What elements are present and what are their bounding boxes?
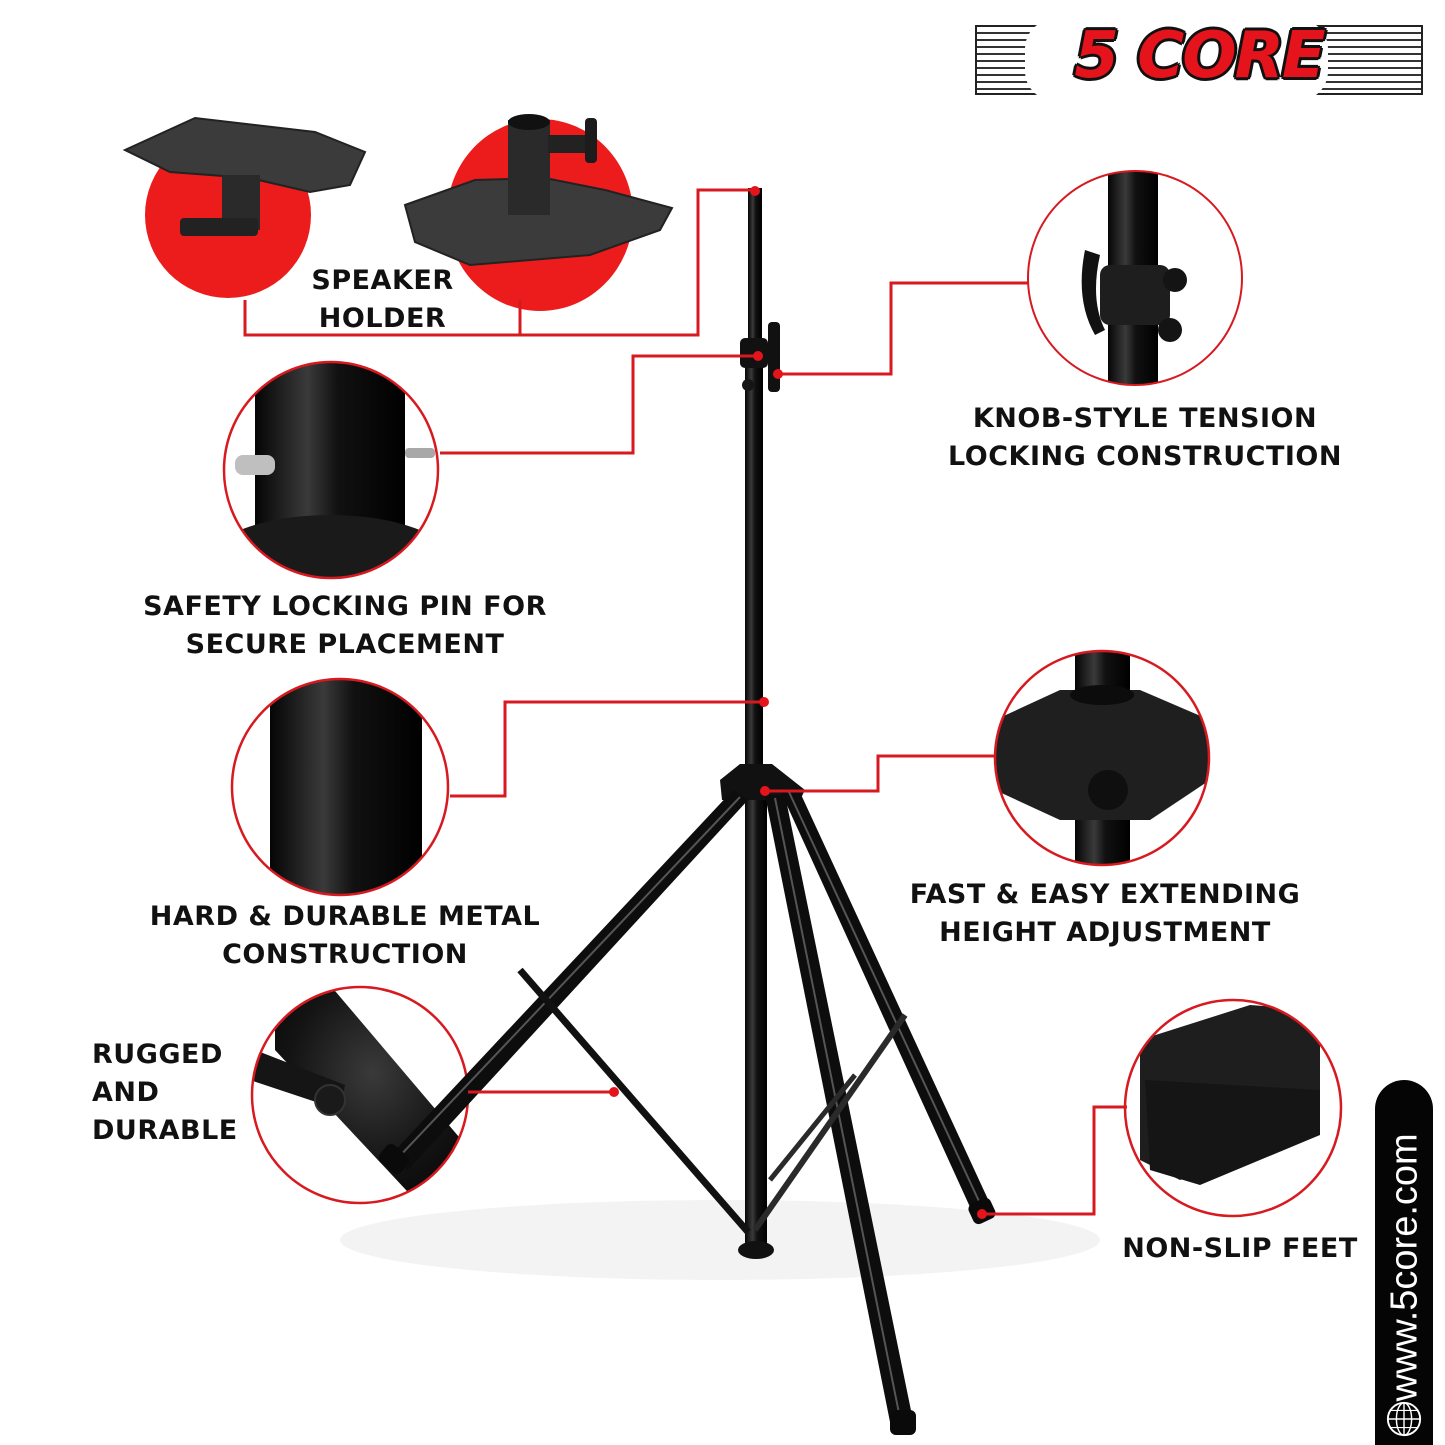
logo-text: 5 CORE	[1074, 19, 1325, 93]
feature-label-metal-construction: HARD & DURABLE METAL CONSTRUCTION	[135, 898, 555, 974]
label-line: AND	[92, 1077, 160, 1108]
feature-label-height-adjustment: FAST & EASY EXTENDING HEIGHT ADJUSTMENT	[900, 876, 1310, 952]
label-line: KNOB-STYLE TENSION	[972, 403, 1318, 434]
feature-label-rugged: RUGGED AND DURABLE	[92, 1036, 252, 1150]
label-line: SECURE PLACEMENT	[185, 629, 505, 660]
label-line: HEIGHT ADJUSTMENT	[939, 917, 1271, 948]
label-line: RUGGED	[92, 1039, 223, 1070]
feature-label-non-slip-feet: NON-SLIP FEET	[1110, 1230, 1370, 1268]
feature-label-speaker-holder: SPEAKER HOLDER	[290, 262, 475, 338]
label-line: CONSTRUCTION	[222, 939, 468, 970]
website-link[interactable]: www.5core.com	[1383, 1133, 1426, 1402]
detail-metal	[230, 677, 450, 897]
brand-logo: 5 CORE	[975, 19, 1423, 101]
logo-backdrop	[1025, 19, 1328, 101]
www-globe-icon	[1386, 1401, 1422, 1437]
label-line: SAFETY LOCKING PIN FOR	[143, 591, 547, 622]
website-badge[interactable]: www.5core.com	[1375, 1080, 1433, 1445]
label-line: LOCKING CONSTRUCTION	[948, 441, 1342, 472]
label-line: NON-SLIP FEET	[1122, 1233, 1358, 1264]
label-line: HARD & DURABLE METAL	[149, 901, 541, 932]
tripod-stand	[340, 188, 1100, 1435]
label-line: FAST & EASY EXTENDING	[909, 879, 1301, 910]
speaker-holder-illustration	[122, 114, 674, 311]
callout-lines	[243, 188, 1127, 1216]
detail-height	[993, 649, 1211, 867]
detail-feet	[1123, 998, 1343, 1218]
label-line: HOLDER	[318, 303, 447, 334]
detail-rugged	[250, 985, 470, 1205]
label-line: DURABLE	[92, 1115, 238, 1146]
feature-label-safety-pin: SAFETY LOCKING PIN FOR SECURE PLACEMENT	[125, 588, 565, 664]
detail-safety-pin	[222, 360, 440, 580]
detail-knob	[1027, 170, 1243, 386]
label-line: SPEAKER	[311, 265, 454, 296]
feature-label-knob-tension: KNOB-STYLE TENSION LOCKING CONSTRUCTION	[930, 400, 1360, 476]
callout-dots	[609, 186, 987, 1219]
